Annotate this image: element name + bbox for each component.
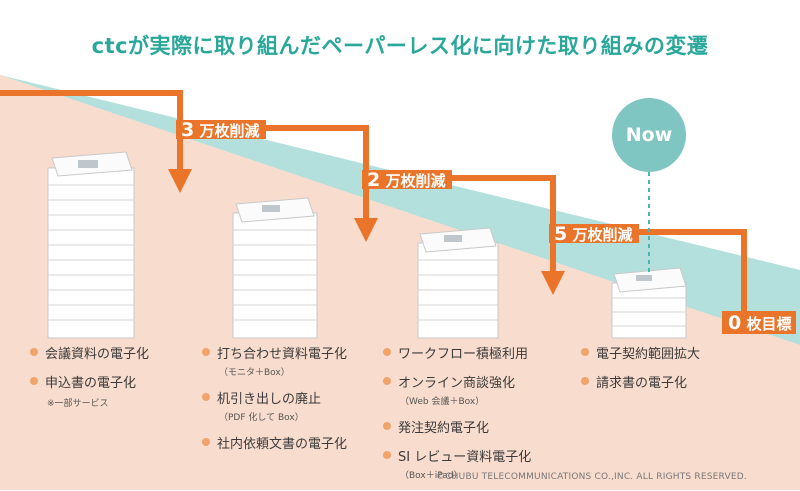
paper-stack-2 <box>232 197 318 339</box>
copyright: ©CHUBU TELECOMMUNICATIONS CO.,INC. ALL R… <box>436 472 747 482</box>
step-label-bg-4 <box>722 311 796 334</box>
step-unit: 万枚削減 <box>385 172 446 190</box>
column-2: 打ち合わせ資料電子化（モニタ＋Box） 机引き出しの廃止（PDF 化して Box… <box>202 343 347 462</box>
paper-stack-3 <box>417 227 499 339</box>
paper-stack-1 <box>47 151 135 339</box>
list-item: 机引き出しの廃止（PDF 化して Box） <box>202 388 347 423</box>
list-item: 電子契約範囲拡大 <box>581 343 700 362</box>
page-title: ctcが実際に取り組んだペーパーレス化に向けた取り組みの変遷 <box>91 34 709 58</box>
step-label-2: 2 万枚削減 <box>367 169 445 191</box>
list-item: 会議資料の電子化 <box>30 343 149 362</box>
step-label-4: 0 枚目標 <box>728 312 791 334</box>
list-item: 発注契約電子化 <box>383 417 531 436</box>
step-number: 0 <box>728 312 742 334</box>
column-4: 電子契約範囲拡大 請求書の電子化 <box>581 343 700 401</box>
now-marker: Now <box>612 98 686 172</box>
step-label-bg-1 <box>176 120 266 139</box>
list-item: 打ち合わせ資料電子化（モニタ＋Box） <box>202 343 347 378</box>
step-number: 2 <box>367 169 381 191</box>
list-item: 社内依頼文書の電子化 <box>202 433 347 452</box>
step-number: 3 <box>181 119 195 141</box>
step-label-1: 3 万枚削減 <box>181 119 259 141</box>
footnote: ※一部サービス <box>47 399 109 409</box>
step-unit: 枚目標 <box>746 315 792 333</box>
list-item: オンライン商談強化（Web 会議＋Box） <box>383 372 531 407</box>
list-item: 申込書の電子化 <box>30 372 149 391</box>
list-item: ワークフロー積極利用 <box>383 343 531 362</box>
paper-stack-4 <box>611 267 687 339</box>
list-item: 請求書の電子化 <box>581 372 700 391</box>
step-unit: 万枚削減 <box>572 226 633 244</box>
column-1: 会議資料の電子化 申込書の電子化 ※一部サービス <box>30 343 149 409</box>
step-label-bg-2 <box>362 170 452 189</box>
teal-band-tip <box>0 75 800 345</box>
list-item: SI レビュー資料電子化（Box＋iPad） <box>383 446 531 481</box>
column-3: ワークフロー積極利用 オンライン商談強化（Web 会議＋Box） 発注契約電子化… <box>383 343 531 491</box>
step-label-3: 5 万枚削減 <box>554 223 632 245</box>
step-number: 5 <box>554 223 568 245</box>
pink-background <box>0 75 800 490</box>
step-label-bg-3 <box>549 224 639 243</box>
step-unit: 万枚削減 <box>199 122 260 140</box>
